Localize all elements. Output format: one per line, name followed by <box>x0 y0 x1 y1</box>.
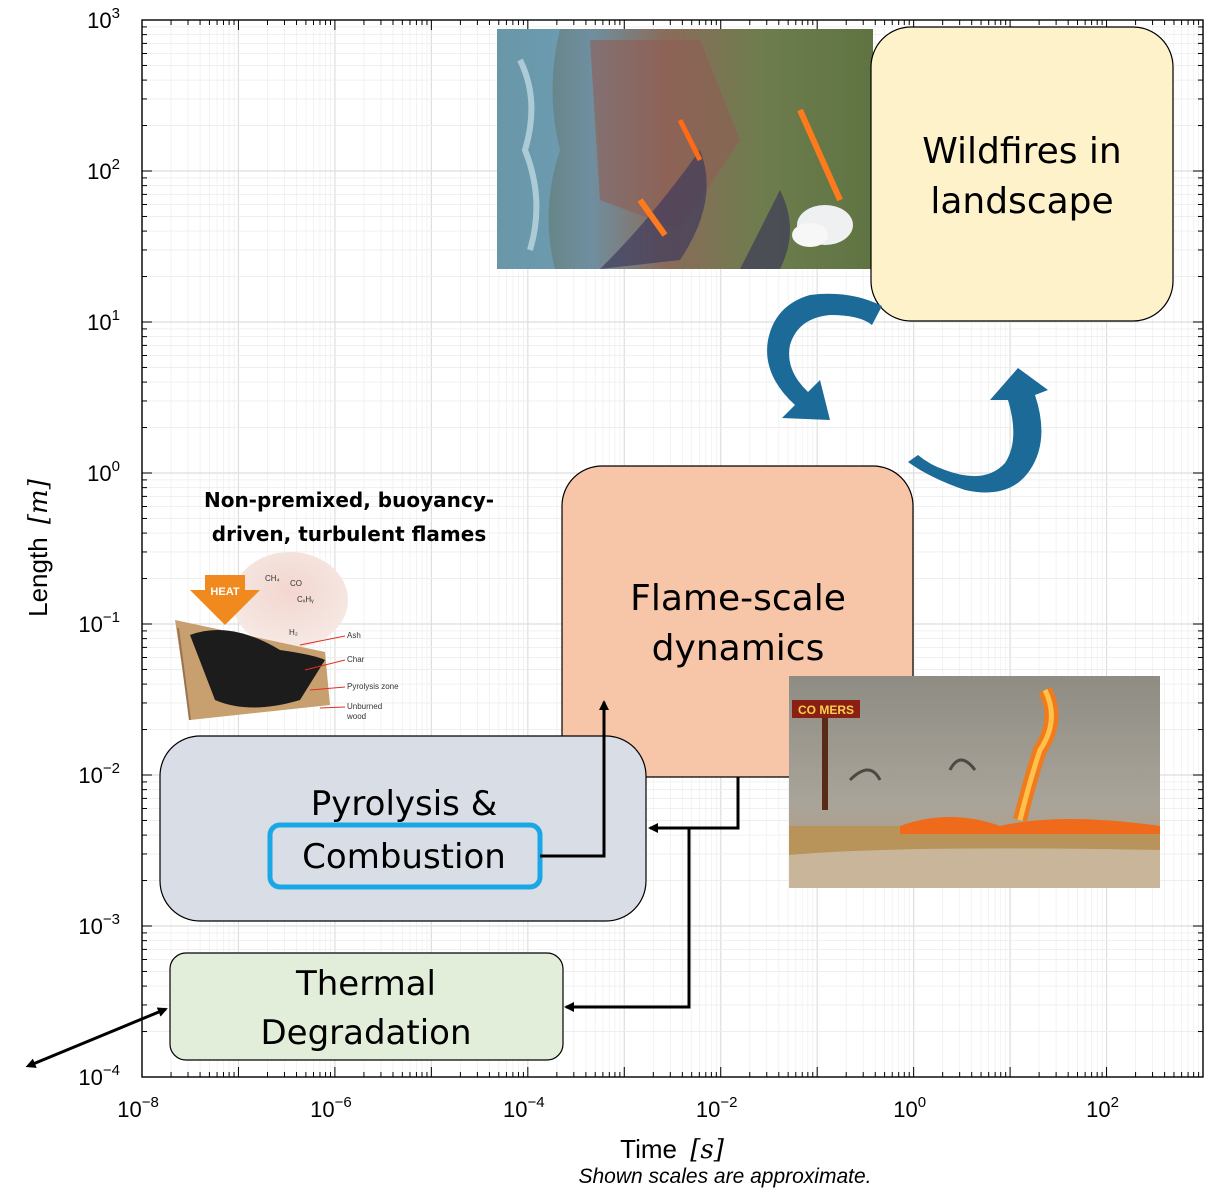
approximate-scales-note: Shown scales are approximate. <box>579 1165 872 1188</box>
thermal-degradation-box: Thermal Degradation <box>169 952 564 1061</box>
y-axis-label: Length [m] <box>23 478 54 617</box>
wood-layer-label: Unburned <box>347 702 382 711</box>
wood-gas-label: H₂ <box>289 628 298 637</box>
wood-layer-label: wood <box>346 712 366 721</box>
pyrolysis-combustion-box: Pyrolysis & Combustion <box>159 735 647 922</box>
feedback-arrows <box>767 293 1048 493</box>
y-tick-label: 10−3 <box>78 911 120 939</box>
wood-gas-label: CH₄ <box>265 574 280 583</box>
combustion-label: Combustion <box>302 837 506 877</box>
wildfires-label-line1: Wildfires in <box>922 131 1122 172</box>
fire-whirl-photo: CO MERS <box>789 676 1160 888</box>
thermal-label: Thermal <box>295 964 436 1004</box>
flame-to-pyrolysis-arrow <box>648 777 740 833</box>
photo-sign-text: CO MERS <box>798 703 854 717</box>
wood-layer-label: Char <box>347 655 365 664</box>
axis-ticks: 10−8 10−6 10−4 10−2 100 102 10−4 10−3 10−2 10−1 10… <box>78 5 1203 1122</box>
flames-caption-line1: Non-premixed, buoyancy- <box>204 488 494 512</box>
x-axis-label: Time [s] <box>620 1134 725 1165</box>
wood-layer-label: Pyrolysis zone <box>347 682 399 691</box>
degradation-label: Degradation <box>260 1013 471 1053</box>
x-tick-label: 102 <box>1086 1094 1119 1122</box>
y-tick-label: 103 <box>87 5 120 33</box>
wood-pyrolysis-diagram: HEAT CH₄ CO CₓHᵧ H₂ Ash Char Pyrolysis z… <box>175 552 399 721</box>
flames-caption-line2: driven, turbulent flames <box>212 522 486 546</box>
wood-gas-label: CO <box>290 579 302 588</box>
fire-whirl-photo-front: CO MERS <box>789 676 1160 888</box>
y-tick-label: 10−1 <box>78 609 120 637</box>
wood-layer-label: Ash <box>347 631 361 640</box>
wood-gas-label: CₓHᵧ <box>297 595 314 604</box>
x-tick-label: 10−8 <box>117 1094 159 1122</box>
x-tick-label: 100 <box>893 1094 926 1122</box>
combustion-to-flame-arrow <box>540 700 609 858</box>
connectors <box>25 700 740 1068</box>
pyrolysis-label: Pyrolysis & <box>311 784 497 824</box>
y-tick-label: 102 <box>87 156 120 184</box>
y-tick-label: 10−4 <box>78 1062 120 1090</box>
satellite-wildfire-image <box>497 29 873 269</box>
plot-frame <box>141 19 1204 1078</box>
heat-label: HEAT <box>210 586 239 598</box>
y-tick-label: 100 <box>87 458 120 486</box>
heat-arrow-icon <box>190 575 260 625</box>
flame-scale-label-line1: Flame-scale <box>630 578 846 619</box>
wildfires-box: Wildfires in landscape <box>870 26 1174 322</box>
x-tick-label: 10−4 <box>503 1094 545 1122</box>
y-tick-label: 101 <box>87 307 120 335</box>
smaller-scales-arrow <box>25 1007 168 1068</box>
flame-to-thermal-arrow <box>564 828 691 1012</box>
feedback-arrow-up <box>908 368 1048 493</box>
x-tick-label: 10−2 <box>696 1094 738 1122</box>
feedback-arrow-down <box>767 293 882 420</box>
flame-scale-label-line2: dynamics <box>652 628 825 669</box>
y-tick-label: 10−2 <box>78 760 120 788</box>
wildfires-label-line2: landscape <box>930 181 1113 222</box>
x-tick-label: 10−6 <box>310 1094 352 1122</box>
